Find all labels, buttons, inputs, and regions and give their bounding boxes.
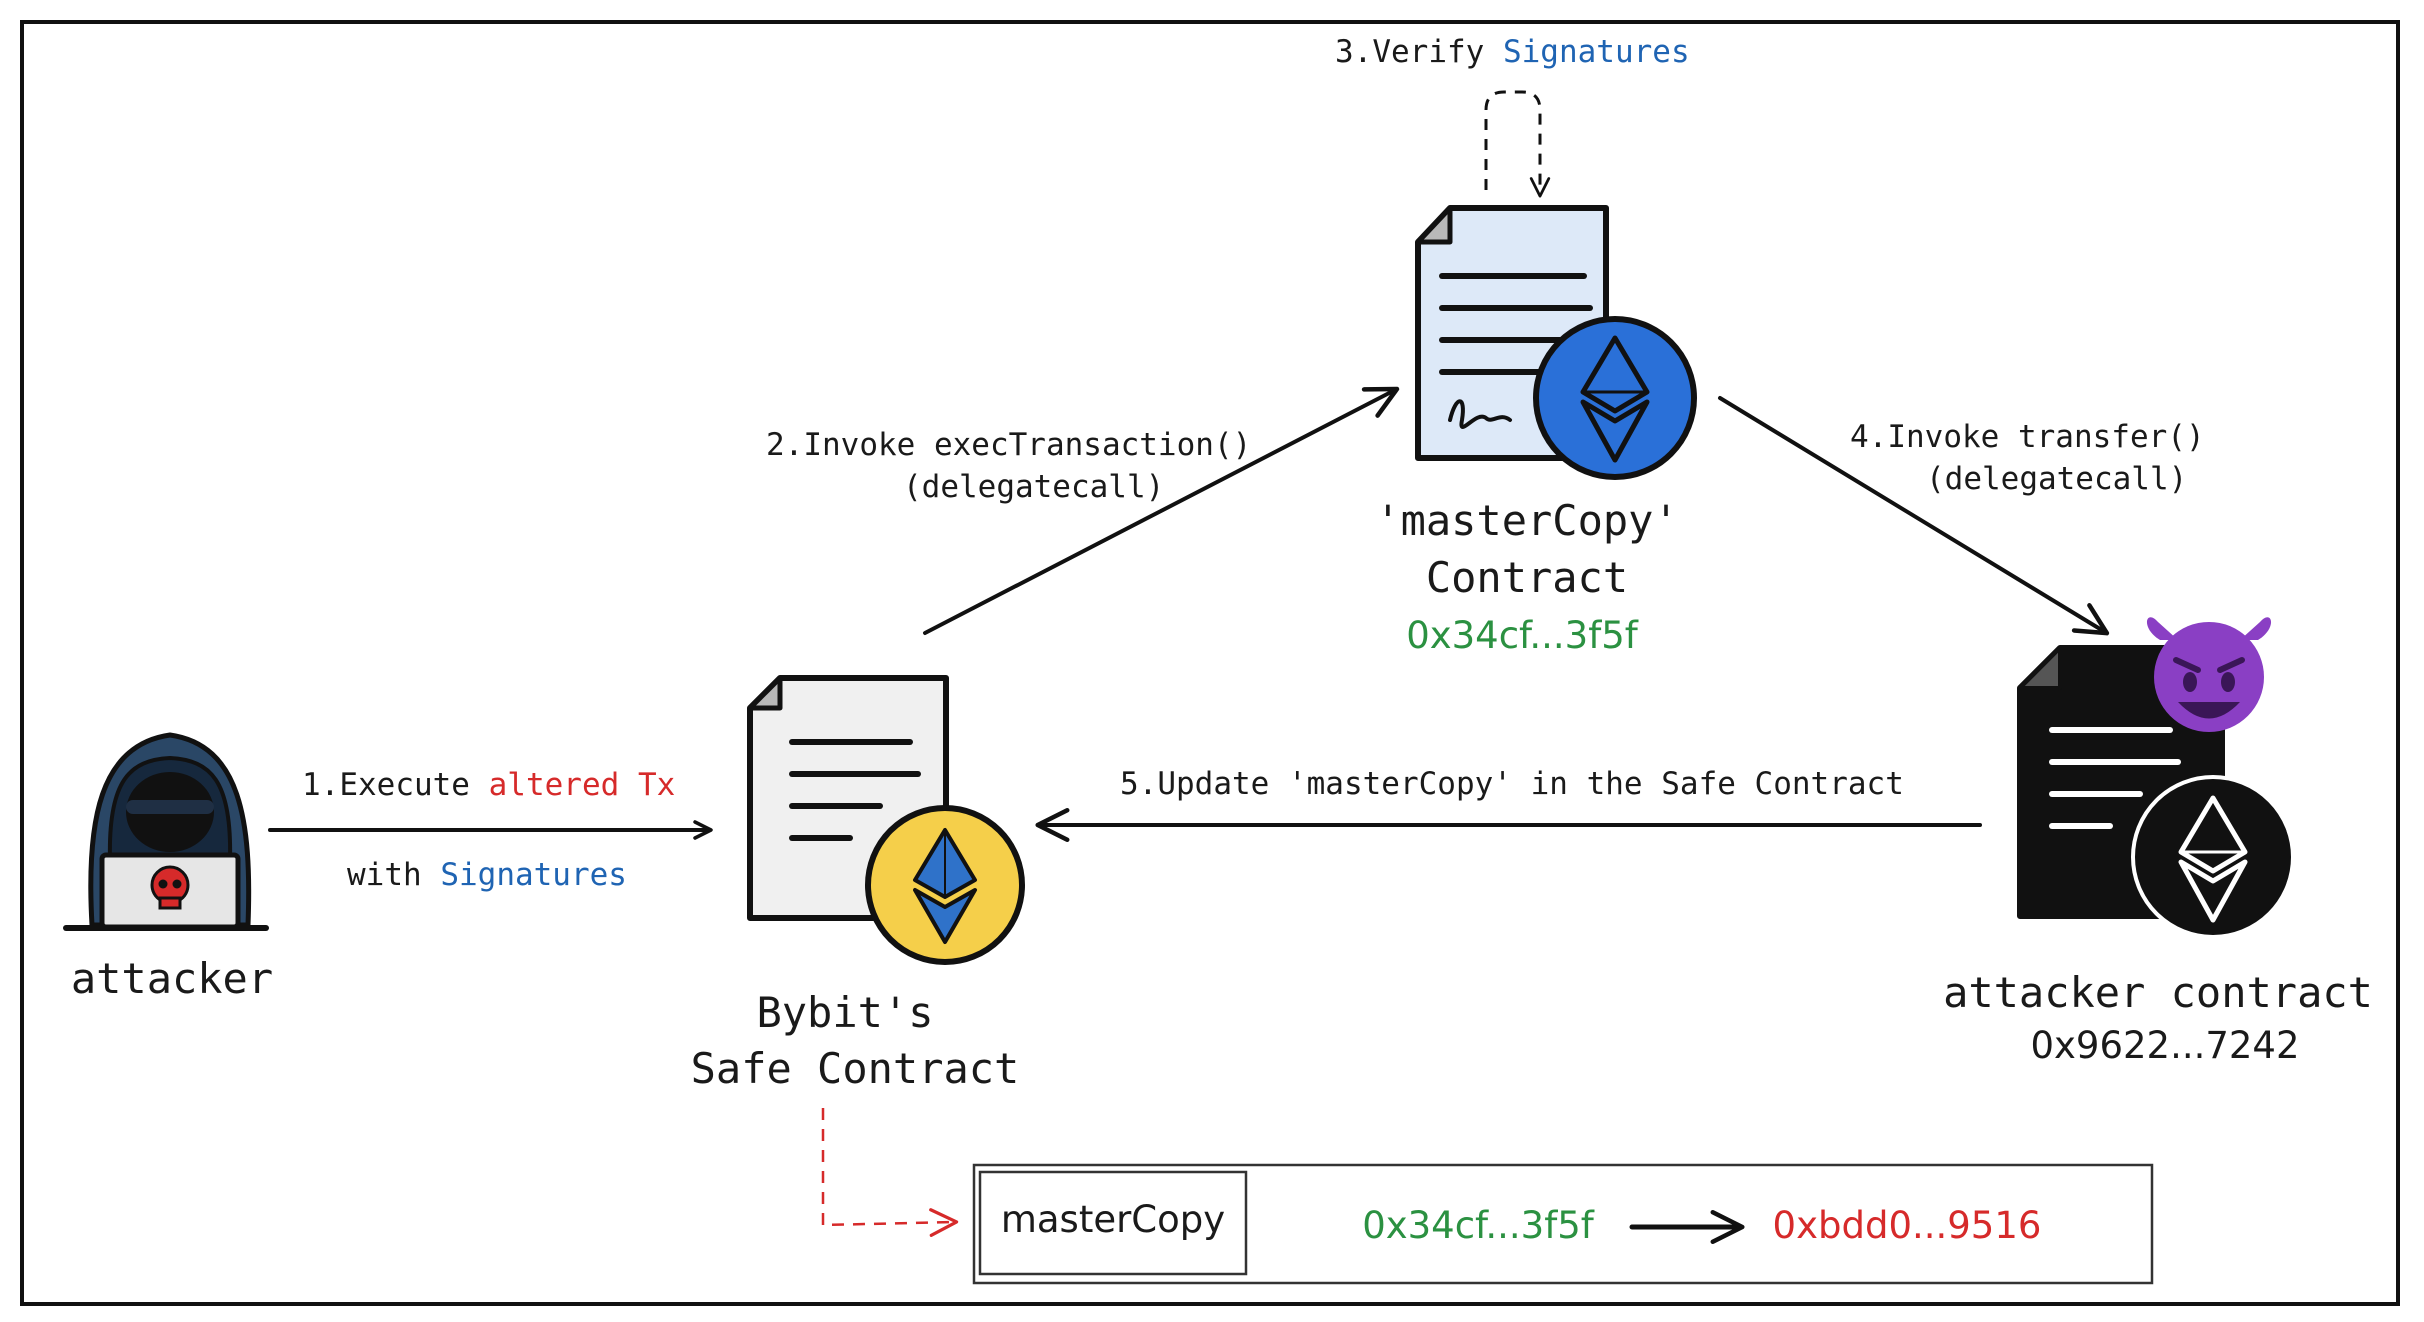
- step3-label: 3.Verify Signatures: [1335, 34, 1690, 70]
- hacker-icon: [63, 732, 269, 931]
- step1-label: 1.Execute altered Tx: [302, 767, 675, 803]
- ethereum-icon: [1533, 316, 1697, 480]
- safe-label-line2: Safe Contract: [691, 1044, 1020, 1093]
- attacker-contract-address: 0x9622...7242: [2030, 1024, 2299, 1067]
- step4-label-line1: 4.Invoke transfer(): [1850, 419, 2205, 455]
- step1-sublabel: with Signatures: [347, 857, 627, 893]
- storage-key-label: masterCopy: [1001, 1198, 1225, 1241]
- diagram-frame: [20, 20, 2400, 1306]
- step2-label-line2: (delegatecall): [903, 469, 1164, 505]
- skull-icon: [150, 865, 190, 910]
- arrow-step2: [923, 386, 1400, 635]
- storage-old-value: 0x34cf...3f5f: [1362, 1204, 1595, 1247]
- mastercopy-address: 0x34cf...3f5f: [1406, 614, 1639, 657]
- storage-key-cell: [978, 1170, 1248, 1276]
- safe-label-line1: Bybit's: [756, 988, 933, 1037]
- storage-new-value: 0xbdd0...9516: [1773, 1204, 2042, 1247]
- step5-label: 5.Update 'masterCopy' in the Safe Contra…: [1120, 766, 1904, 802]
- ethereum-icon: [2131, 775, 2295, 939]
- attacker-label: attacker: [71, 954, 273, 1003]
- ethereum-icon: [865, 805, 1025, 965]
- attacker-contract-label: attacker contract: [1943, 968, 2373, 1017]
- arrow-storage-red: [821, 1108, 959, 1237]
- step4-label-line2: (delegatecall): [1926, 461, 2187, 497]
- arrow-step3-loop: [1484, 90, 1551, 198]
- mastercopy-label-line2: Contract: [1426, 553, 1628, 602]
- mastercopy-label-line1: 'masterCopy': [1375, 496, 1678, 545]
- arrow-step4: [1718, 396, 2110, 636]
- devil-emoji-icon: [2146, 617, 2272, 732]
- step2-label-line1: 2.Invoke execTransaction(): [766, 427, 1251, 463]
